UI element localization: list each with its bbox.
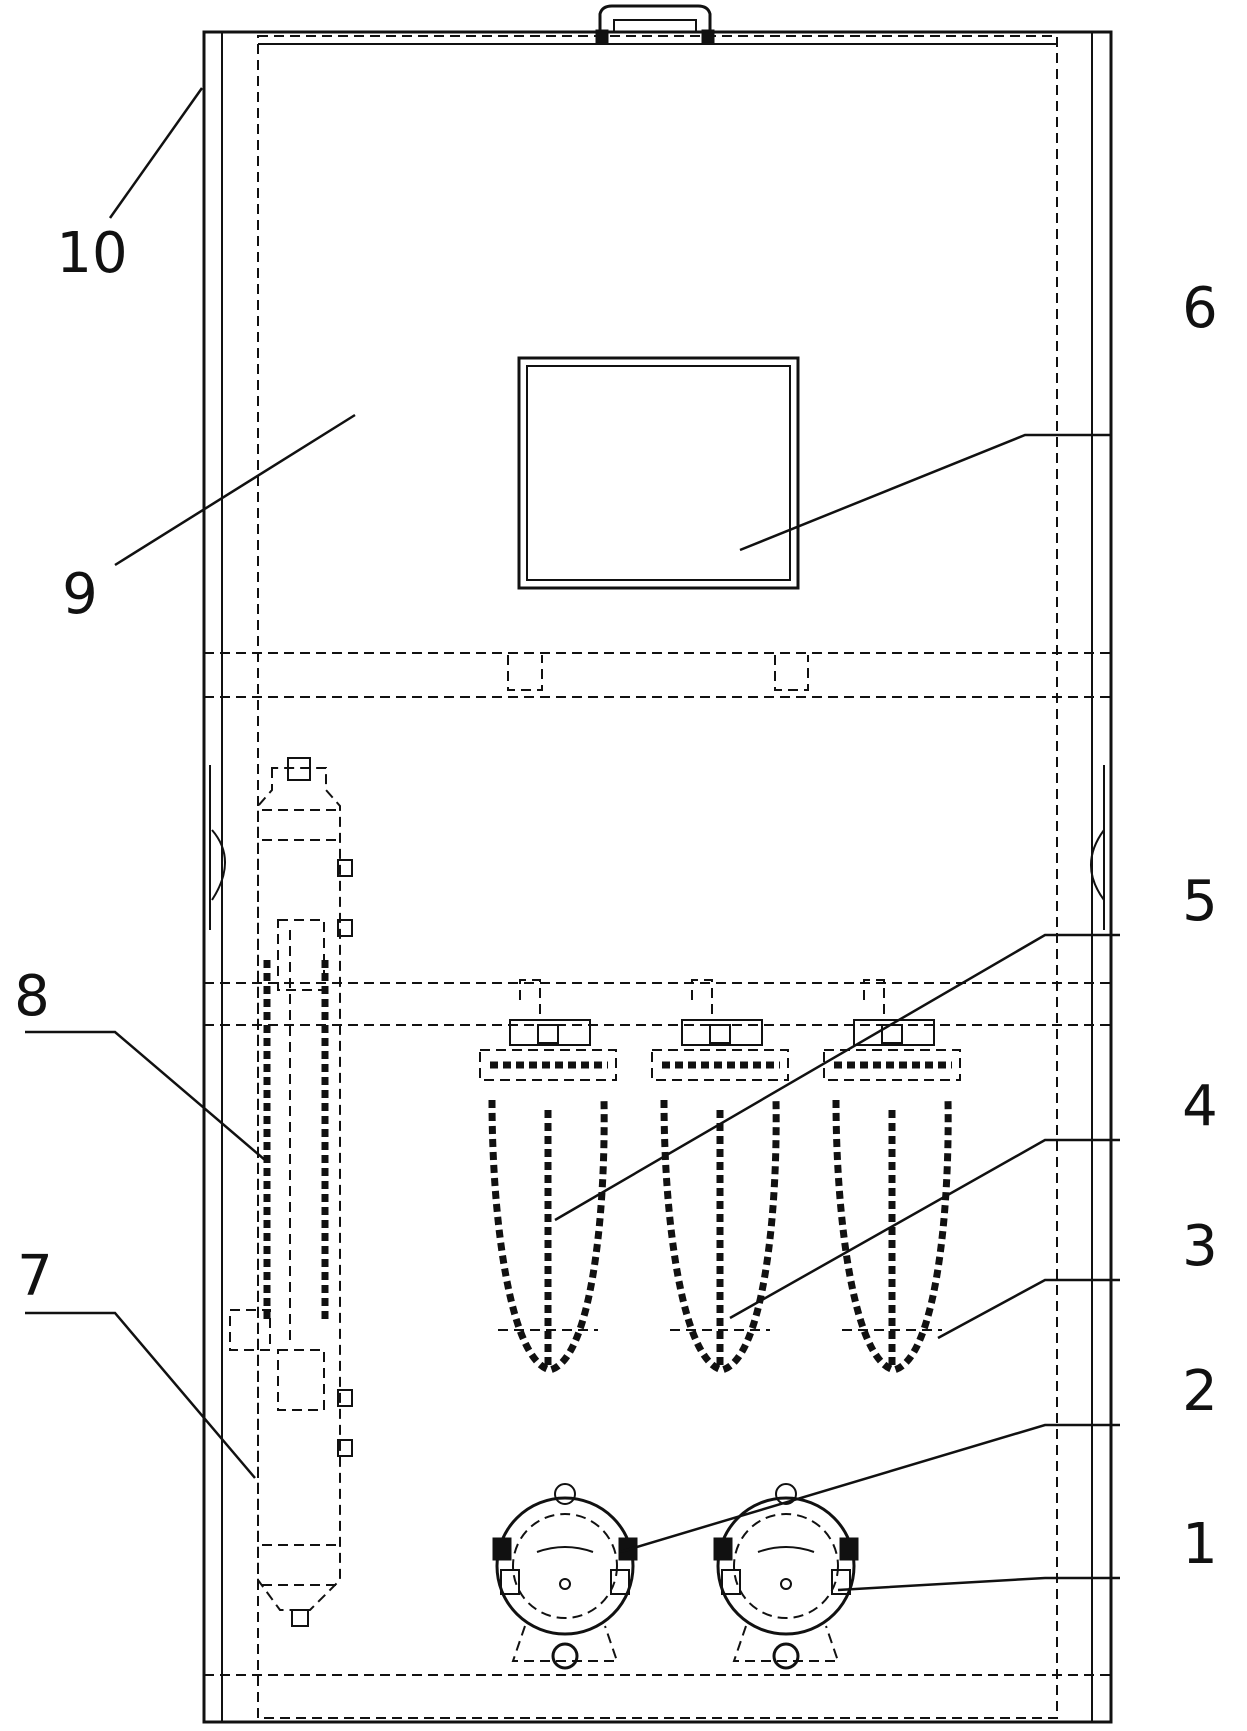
leader-8: [25, 1030, 266, 1161]
filter-housing-3: [823, 979, 961, 1374]
display-screen: [517, 356, 800, 590]
filter-housing-1: [479, 979, 617, 1374]
callout-labels: 10 9 6 5 4 3 2 1 8 7: [14, 221, 1218, 1577]
callout-2: 2: [1182, 1359, 1218, 1424]
vertical-filter-cartridge: [229, 757, 353, 1627]
filter-housing-2: [651, 979, 789, 1374]
pump-left: [492, 1483, 638, 1670]
leader-2: [619, 1423, 1120, 1554]
leader-lines: [25, 87, 1120, 1592]
leader-10: [108, 87, 204, 219]
leader-3: [937, 1278, 1120, 1340]
leader-1: [837, 1576, 1120, 1592]
callout-4: 4: [1182, 1074, 1218, 1139]
top-handle: [595, 4, 715, 45]
callout-9: 9: [62, 562, 98, 627]
callout-3: 3: [1182, 1214, 1218, 1279]
leader-7: [25, 1311, 256, 1479]
callout-1: 1: [1182, 1512, 1218, 1577]
callout-5: 5: [1182, 869, 1218, 934]
leader-6: [739, 433, 1110, 552]
leader-5: [554, 933, 1120, 1222]
callout-7: 7: [17, 1244, 53, 1309]
callout-6: 6: [1182, 276, 1218, 341]
callout-8: 8: [14, 964, 50, 1029]
pump-right: [713, 1483, 859, 1670]
leader-9: [114, 413, 356, 567]
callout-10: 10: [56, 221, 127, 286]
leader-4: [729, 1138, 1120, 1320]
